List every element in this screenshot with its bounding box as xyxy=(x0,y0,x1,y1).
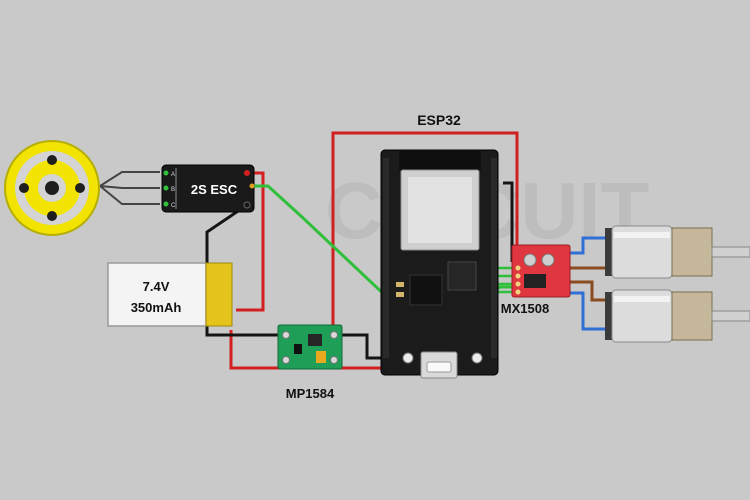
esp32-left-pins xyxy=(383,158,389,358)
mx1508-driver: MX1508 xyxy=(501,244,571,316)
esc-pin-b: B xyxy=(171,187,175,193)
wire-blue-motor-top xyxy=(570,236,610,255)
wire-blue-motor-bottom xyxy=(570,291,610,331)
wire-black-buck-out xyxy=(334,333,385,360)
esc-pin-a: A xyxy=(171,172,175,178)
esp32-label: ESP32 xyxy=(417,112,461,128)
lipo-battery: 7.4V 350mAh xyxy=(107,262,233,327)
wire-black-driver xyxy=(503,181,514,262)
gear-motor-top xyxy=(605,225,750,279)
wire-motor-phases xyxy=(99,171,160,205)
esc-module: A B C 2S ESC xyxy=(161,164,255,213)
esp32-board: ESP32 xyxy=(380,112,499,379)
mp1584-buck-module: MP1584 xyxy=(277,324,343,401)
battery-capacity-label: 350mAh xyxy=(131,300,182,315)
wire-red-battery xyxy=(229,330,286,370)
wire-brown-motor-bottom xyxy=(570,280,610,302)
bldc-motor xyxy=(4,140,100,236)
esc-pin-c: C xyxy=(171,203,176,209)
driver-label: MX1508 xyxy=(501,301,549,316)
esc-label: 2S ESC xyxy=(191,182,238,197)
gear-motor-bottom xyxy=(605,289,750,343)
buck-label: MP1584 xyxy=(286,386,335,401)
battery-voltage-label: 7.4V xyxy=(143,279,170,294)
wire-red-esc xyxy=(236,171,265,312)
esp32-right-pins xyxy=(491,158,497,358)
